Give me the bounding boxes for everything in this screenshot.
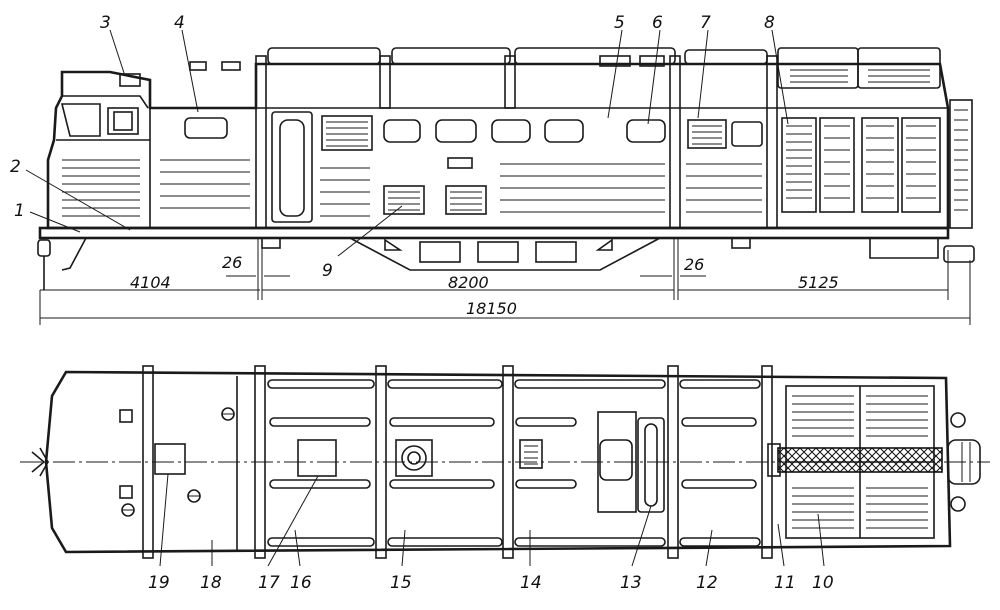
top-hatch-rails — [267, 379, 761, 547]
label-1: 1 — [14, 201, 25, 221]
label-5: 5 — [614, 13, 625, 33]
label-3: 3 — [100, 13, 111, 33]
label-2: 2 — [10, 157, 21, 177]
dim-rear-length: 5125 — [798, 273, 839, 292]
label-11: 11 — [774, 573, 796, 593]
dim-total-length: 18150 — [466, 299, 517, 318]
top-view: 19 18 17 16 15 14 13 12 11 10 — [20, 365, 990, 593]
dimension-lines — [39, 238, 971, 325]
label-17: 17 — [258, 573, 280, 593]
label-8: 8 — [764, 13, 775, 33]
label-19: 19 — [148, 573, 170, 593]
cab — [56, 73, 151, 228]
dim-front-length: 4104 — [130, 273, 171, 292]
label-9: 9 — [322, 261, 333, 281]
grilles — [321, 115, 727, 215]
dim-gap-rear: 26 — [684, 255, 704, 274]
label-10: 10 — [812, 573, 834, 593]
dim-gap-front: 26 — [222, 253, 242, 272]
louvres-middle — [320, 163, 762, 217]
label-4: 4 — [174, 13, 185, 33]
underframe — [38, 226, 950, 271]
label-16: 16 — [290, 573, 312, 593]
dim-bogie-center: 8200 — [448, 273, 489, 292]
cab-roof — [119, 407, 235, 517]
side-view: 1 2 3 4 5 6 7 8 9 4104 26 8200 26 5125 1… — [10, 13, 975, 325]
top-leaders — [159, 473, 825, 567]
door — [271, 111, 313, 223]
roof-hatches — [189, 47, 941, 89]
top-pillars — [142, 365, 773, 559]
couplers — [37, 99, 975, 290]
front-coupler — [31, 447, 49, 477]
radiator-section — [781, 117, 941, 213]
exhaust — [395, 439, 543, 477]
louvres-front — [62, 159, 250, 217]
top-outline — [44, 370, 952, 554]
radiator-fans — [767, 385, 981, 539]
label-13: 13 — [620, 573, 642, 593]
label-6: 6 — [652, 13, 663, 33]
label-12: 12 — [696, 573, 718, 593]
side-windows — [383, 119, 763, 147]
label-15: 15 — [390, 573, 412, 593]
label-14: 14 — [520, 573, 542, 593]
label-7: 7 — [700, 13, 711, 33]
label-18: 18 — [200, 573, 222, 593]
side-leaders — [25, 29, 789, 257]
